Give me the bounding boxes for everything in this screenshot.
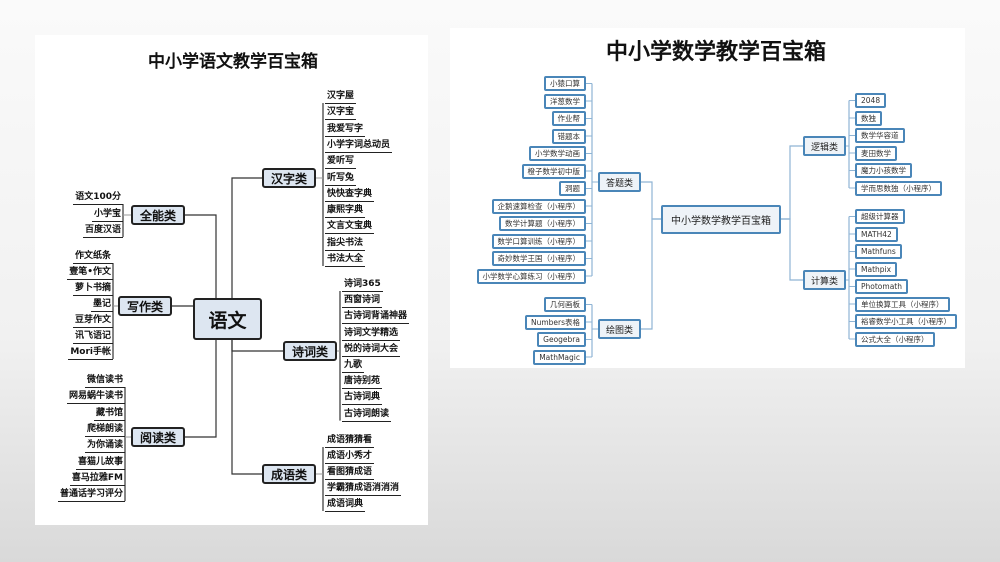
item-label: 成语猜猜看 xyxy=(325,434,375,448)
item-box: 超级计算器 xyxy=(855,209,905,224)
item-box: 作业帮 xyxy=(551,111,586,126)
item-box: 魔力小孩数学 xyxy=(855,163,912,178)
item-label: 豆芽作文 xyxy=(72,314,113,328)
item-label: 书法大全 xyxy=(325,253,366,267)
center-node-math: 中小学数学教学百宝箱 xyxy=(661,205,781,234)
category-node: 成语类 xyxy=(262,464,316,484)
category-node: 阅读类 xyxy=(131,427,185,447)
item-label: 古诗词朗读 xyxy=(342,408,392,422)
category-node: 计算类 xyxy=(803,270,846,290)
item-box: Numbers表格 xyxy=(524,314,586,330)
item-label: 普通话学习评分 xyxy=(57,488,125,503)
item-label: 壹笔•作文 xyxy=(67,266,113,280)
category-node: 答题类 xyxy=(598,172,641,192)
category-node: 诗词类 xyxy=(283,341,337,361)
item-label: 唐诗别苑 xyxy=(342,375,383,390)
item-label: 小学宝 xyxy=(91,208,123,222)
item-label: 讯飞语记 xyxy=(72,330,113,344)
item-box: 公式大全（小程序） xyxy=(855,331,935,347)
item-label: 诗词文学精选 xyxy=(342,327,401,341)
item-label: 成语词典 xyxy=(325,498,366,512)
item-label: 汉字宝 xyxy=(325,106,357,121)
item-label: 作文纸条 xyxy=(72,250,113,264)
item-box: 数学计算题（小程序） xyxy=(499,216,586,231)
item-box: 麦田数学 xyxy=(855,145,897,161)
item-label: 微信读书 xyxy=(84,374,125,388)
item-box: 几何画板 xyxy=(544,297,586,312)
left-map-title: 中小学语文教学百宝箱 xyxy=(148,52,318,72)
item-label: 九歌 xyxy=(342,359,365,373)
item-label: 语文100分 xyxy=(73,191,123,205)
item-label: 看图猜成语 xyxy=(325,466,375,480)
item-label: 康熙字典 xyxy=(325,204,366,219)
item-box: 奇妙数学王国（小程序） xyxy=(491,251,586,266)
item-label: 古诗词背诵神器 xyxy=(342,310,410,325)
item-box: 数学华容道 xyxy=(855,128,905,143)
item-box: 2048 xyxy=(855,93,887,108)
item-label: 爬梯朗读 xyxy=(84,423,125,437)
item-box: Photomath xyxy=(855,279,908,294)
item-box: 小学数学心算练习（小程序） xyxy=(476,268,586,284)
item-box: Mathpix xyxy=(855,261,898,277)
item-label: 快快查字典 xyxy=(325,188,375,202)
item-label: 汉字屋 xyxy=(325,90,357,104)
item-box: 企鹅速算检查（小程序） xyxy=(491,198,586,214)
item-label: 古诗词典 xyxy=(342,391,383,406)
item-box: 数学口算训练（小程序） xyxy=(491,233,586,249)
item-label: 藏书馆 xyxy=(93,407,125,421)
category-node: 全能类 xyxy=(131,205,185,225)
category-node: 绘图类 xyxy=(598,319,641,339)
item-label: 喜马拉雅FM xyxy=(69,472,125,486)
item-box: Geogebra xyxy=(537,332,586,347)
category-node: 逻辑类 xyxy=(803,136,846,156)
item-label: 指尖书法 xyxy=(325,237,366,251)
item-label: 萝卜书摘 xyxy=(72,282,113,296)
item-label: 爱听写 xyxy=(325,155,357,170)
item-box: 裕睿数学小工具（小程序） xyxy=(855,314,957,329)
item-box: Mathfuns xyxy=(855,244,902,259)
item-box: 橙子数学初中版 xyxy=(521,163,586,179)
item-box: 数独 xyxy=(855,110,882,126)
item-label: 文言文宝典 xyxy=(325,220,375,235)
item-box: 学而思数独（小程序） xyxy=(855,180,942,196)
item-box: 小猿口算 xyxy=(544,76,586,91)
item-box: 错题本 xyxy=(551,128,586,144)
item-label: 学霸猜成语消消消 xyxy=(325,482,402,496)
item-label: 为你诵读 xyxy=(84,439,125,454)
center-node-chinese: 语文 xyxy=(193,298,262,340)
item-box: MathMagic xyxy=(533,349,586,365)
category-node: 汉字类 xyxy=(262,168,316,188)
item-label: 百度汉语 xyxy=(82,224,123,238)
item-box: 洋葱数学 xyxy=(544,93,586,109)
item-label: 悦的诗词大会 xyxy=(342,343,401,357)
item-label: 小学字词总动员 xyxy=(325,139,393,153)
item-label: 网易蜗牛读书 xyxy=(66,390,125,405)
item-label: 成语小秀才 xyxy=(325,450,375,464)
category-node: 写作类 xyxy=(118,296,172,316)
item-label: 我爱写字 xyxy=(325,123,366,137)
right-map-title: 中小学数学教学百宝箱 xyxy=(605,40,827,65)
item-label: 诗词365 xyxy=(342,278,383,292)
item-label: 喜猫儿故事 xyxy=(75,456,125,470)
item-box: 小学数学动画 xyxy=(529,146,586,161)
item-label: Mori手帐 xyxy=(68,346,113,360)
item-label: 西窗诗词 xyxy=(342,294,383,309)
item-label: 墨记 xyxy=(90,298,113,312)
item-label: 听写兔 xyxy=(325,172,357,186)
item-box: 洞题 xyxy=(559,181,586,196)
item-box: MATH42 xyxy=(855,226,898,242)
item-box: 单位换算工具（小程序） xyxy=(855,296,950,312)
